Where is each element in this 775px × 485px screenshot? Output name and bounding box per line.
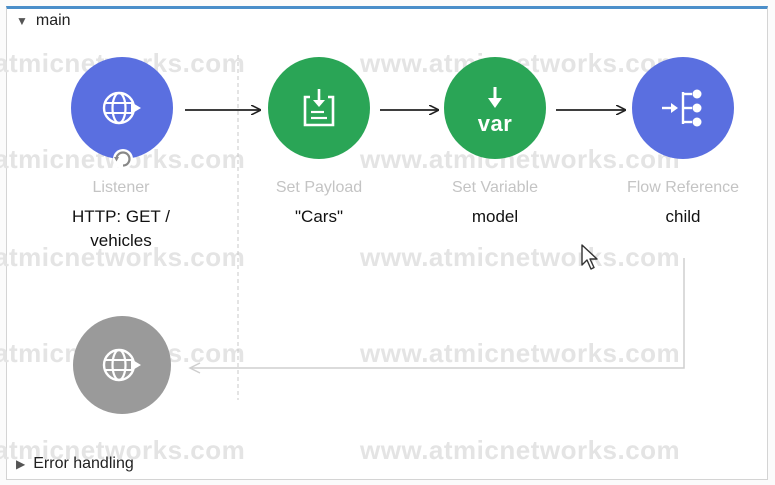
return-arrowhead <box>188 362 201 374</box>
node-name-label: HTTP: GET / vehicles <box>72 207 170 250</box>
flow-reference-icon <box>662 89 702 127</box>
node-type-label: Listener <box>92 179 150 196</box>
clipboard-download-icon <box>303 89 335 127</box>
source-event-icon <box>113 149 133 169</box>
node-type-label: Flow Reference <box>626 179 740 196</box>
node-name-label: model <box>471 207 519 226</box>
triangle-down-icon: ▼ <box>16 14 28 28</box>
globe-icon <box>102 348 141 382</box>
var-label: var <box>477 111 513 136</box>
set-payload-node[interactable] <box>268 57 370 159</box>
set-variable-node[interactable]: var <box>444 57 546 159</box>
flow-reference-node[interactable] <box>632 57 734 159</box>
error-handling-label: Error handling <box>33 455 134 472</box>
return-connector <box>190 258 685 369</box>
node-type-label: Set Payload <box>275 179 363 196</box>
triangle-right-icon: ▶ <box>16 457 26 471</box>
listener-node[interactable] <box>71 57 173 159</box>
node-name-label: "Cars" <box>295 207 343 226</box>
mouse-cursor-icon <box>581 244 598 270</box>
error-handling-header[interactable]: ▶ Error handling <box>16 455 134 473</box>
response-node[interactable] <box>73 316 171 414</box>
globe-icon <box>102 91 141 125</box>
node-name-label: child <box>665 207 701 226</box>
node-type-label: Set Variable <box>452 179 538 196</box>
main-flow-header[interactable]: ▼ main <box>16 12 71 30</box>
flow-title: main <box>35 12 71 29</box>
var-icon <box>488 87 502 108</box>
